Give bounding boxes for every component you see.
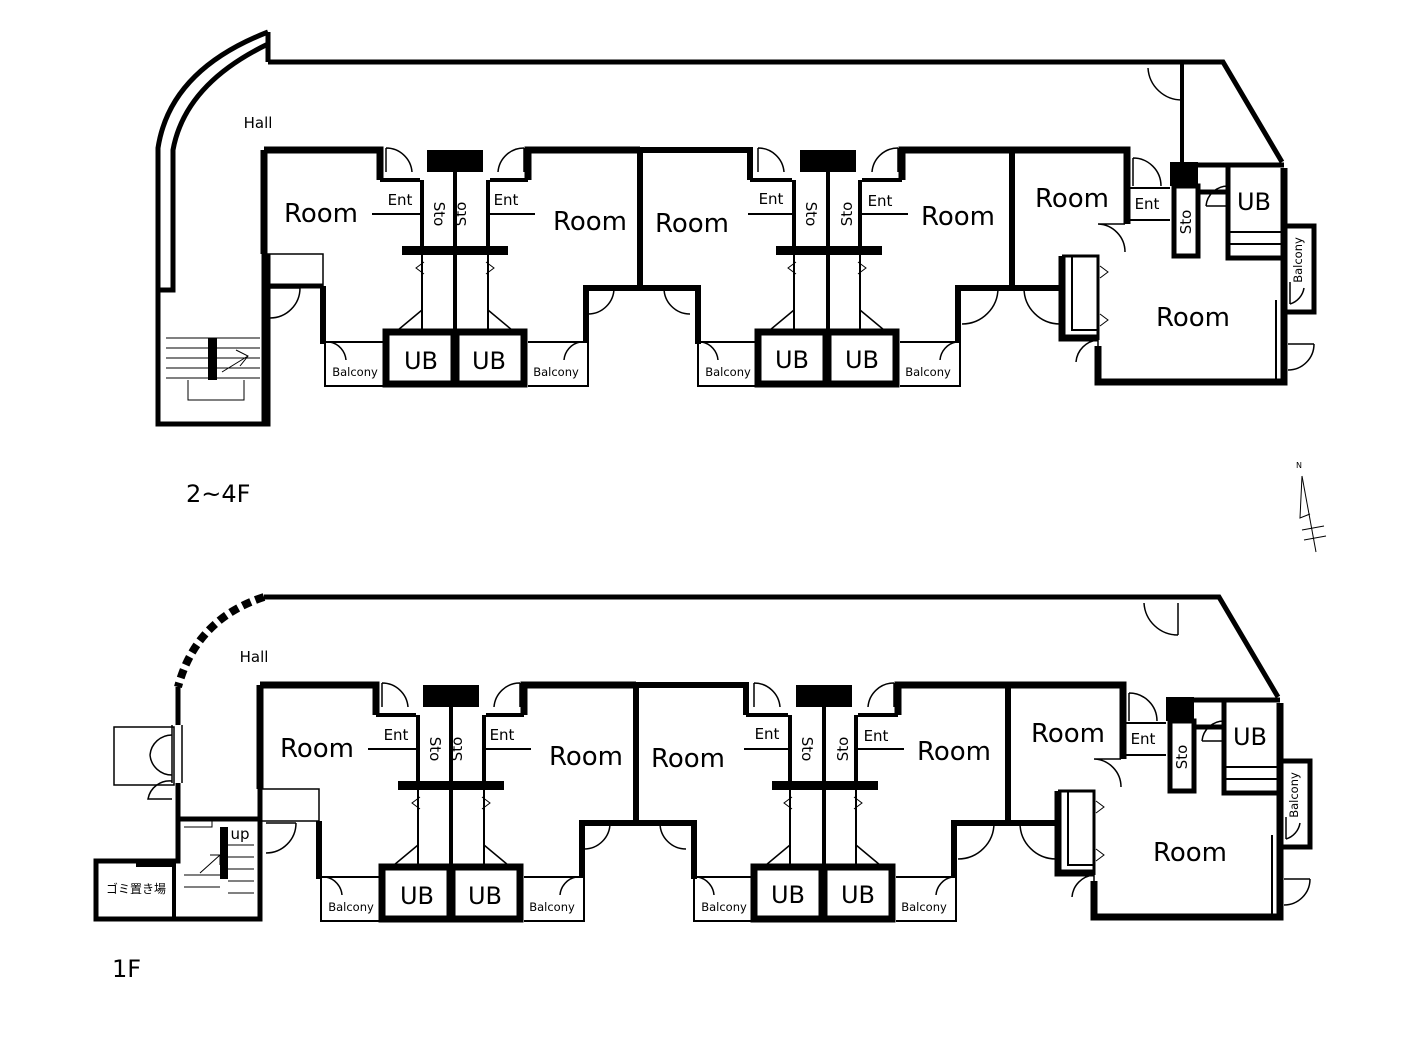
ent-label: Ent <box>759 190 784 208</box>
sto-label: Sto <box>430 202 448 227</box>
sto-label: Sto <box>798 737 816 762</box>
ub-label: UB <box>1237 188 1271 216</box>
wall <box>261 254 323 424</box>
sto-label: Sto <box>834 737 852 762</box>
sto-label: Sto <box>452 202 470 227</box>
ent-label: Ent <box>864 727 889 745</box>
sto-label: Sto <box>1177 210 1195 235</box>
garbage-area-label: ゴミ置き場 <box>106 881 166 896</box>
sto-label: Sto <box>802 202 820 227</box>
curved-glass-wall <box>174 593 266 689</box>
hall-label: Hall <box>240 648 269 666</box>
room-label: Room <box>1156 303 1230 333</box>
ub-label: UB <box>1233 723 1267 751</box>
floor-label-upper: 2~4F <box>186 480 250 508</box>
balcony-label: Balcony <box>533 365 579 379</box>
entrance-vestibule <box>113 726 175 786</box>
sto-label: Sto <box>838 202 856 227</box>
ent-label: Ent <box>868 192 893 210</box>
sto-label: Sto <box>426 737 444 762</box>
room-label: Room <box>917 737 991 767</box>
room-label: Room <box>1153 838 1227 868</box>
ent-label: Ent <box>384 726 409 744</box>
ub-label: UB <box>404 347 438 375</box>
sto-label: Sto <box>448 737 466 762</box>
ent-label: Ent <box>494 191 519 209</box>
room-label: Room <box>651 744 725 774</box>
north-arrow-icon: N <box>1296 461 1327 553</box>
staircase <box>166 337 260 401</box>
balcony-label: Balcony <box>1291 237 1305 283</box>
curved-wall <box>155 29 271 427</box>
room-label: Room <box>1031 719 1105 749</box>
ent-label: Ent <box>1131 730 1156 748</box>
north-label: N <box>1296 461 1302 470</box>
ub-label: UB <box>400 882 434 910</box>
door-swings <box>147 734 173 800</box>
room-label: Room <box>553 207 627 237</box>
ent-label: Ent <box>490 726 515 744</box>
sto-label: Sto <box>1173 745 1191 770</box>
stair-up-label: up <box>230 825 249 843</box>
ub-label: UB <box>771 881 805 909</box>
wall <box>136 861 176 867</box>
room-label: Room <box>921 202 995 232</box>
balcony-label: Balcony <box>1287 772 1301 818</box>
room-label: Room <box>284 199 358 229</box>
ub-label: UB <box>775 346 809 374</box>
room-label: Room <box>549 742 623 772</box>
wall <box>260 788 320 822</box>
balcony-label: Balcony <box>332 365 378 379</box>
ub-label: UB <box>472 347 506 375</box>
ent-label: Ent <box>388 191 413 209</box>
ub-label: UB <box>845 346 879 374</box>
balcony-label: Balcony <box>905 365 951 379</box>
balcony-label: Balcony <box>529 900 575 914</box>
upper-floor-plan: Hall Room Room Room Room Room Room Ent E… <box>155 29 1314 508</box>
balcony-label: Balcony <box>901 900 947 914</box>
ub-label: UB <box>468 882 502 910</box>
curved-wall <box>158 41 270 293</box>
balcony-label: Balcony <box>328 900 374 914</box>
ent-label: Ent <box>1135 195 1160 213</box>
room-label: Room <box>1035 184 1109 214</box>
room-label: Room <box>280 734 354 764</box>
hall-label: Hall <box>244 114 273 132</box>
wall <box>264 253 324 286</box>
ground-floor-plan: Hall Room Room Room Room Room Room Ent E… <box>93 593 1310 983</box>
balcony-label: Balcony <box>705 365 751 379</box>
balcony-label: Balcony <box>701 900 747 914</box>
staircase <box>184 819 254 894</box>
room-label: Room <box>655 209 729 239</box>
floor-label-ground: 1F <box>112 955 141 983</box>
ent-label: Ent <box>755 725 780 743</box>
ub-label: UB <box>841 881 875 909</box>
